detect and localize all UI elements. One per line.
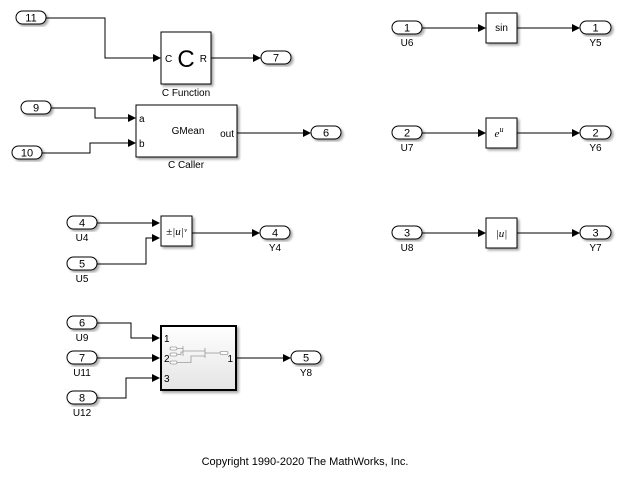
inport-port-number: 6 xyxy=(79,318,85,330)
outport-port-number: 3 xyxy=(592,228,598,240)
inport-port-label: U12 xyxy=(73,408,92,419)
outport-port-6[interactable]: 6 xyxy=(310,125,342,140)
outport-port-7[interactable]: 7 xyxy=(260,50,292,65)
outport-port-number: 5 xyxy=(303,353,309,365)
c-caller-in-port-b: b xyxy=(139,139,145,150)
inport-port-number: 8 xyxy=(79,393,85,405)
exp-block[interactable]: eu xyxy=(485,117,518,149)
outport-port-1[interactable]: 1Y5 xyxy=(579,20,612,49)
signal-11-to-cfunction[interactable] xyxy=(46,17,161,62)
inport-port-2[interactable]: 2U7 xyxy=(391,125,423,154)
inport-port-label: U8 xyxy=(401,243,414,254)
outport-port-label: Y6 xyxy=(589,143,602,154)
c-function-out-port-label: R xyxy=(200,54,207,65)
signal-lines xyxy=(42,17,580,399)
inport-port-number: 4 xyxy=(79,218,85,230)
c-caller-block[interactable]: a b GMean out C Caller xyxy=(135,104,238,171)
inport-port-label: U11 xyxy=(73,368,91,379)
signal-8-to-subsystem-3[interactable] xyxy=(97,374,160,399)
inport-port-number: 7 xyxy=(79,353,85,365)
inport-port-9[interactable]: 9 xyxy=(20,100,52,115)
exp-base: e xyxy=(495,128,500,140)
inport-port-3[interactable]: 3U8 xyxy=(391,225,423,254)
subsystem-in-port-2: 2 xyxy=(164,354,170,365)
inport-port-5[interactable]: 5U5 xyxy=(66,256,98,285)
outport-port-number: 6 xyxy=(323,128,329,140)
inport-port-number: 5 xyxy=(79,259,85,271)
inport-port-11[interactable]: 11 xyxy=(15,10,47,25)
exp-superscript: u xyxy=(499,125,503,134)
signal-9-to-ccaller-a[interactable] xyxy=(51,107,136,122)
subsystem-in-port-3: 3 xyxy=(164,374,170,385)
inport-port-number: 10 xyxy=(21,148,33,160)
inport-port-label: U9 xyxy=(76,333,89,344)
outport-port-number: 2 xyxy=(592,128,598,140)
inport-port-1[interactable]: 1U6 xyxy=(391,20,423,49)
inport-port-label: U7 xyxy=(401,143,414,154)
c-function-icon: C xyxy=(177,46,194,73)
inport-port-number: 11 xyxy=(25,13,36,25)
abs-icon: |u| xyxy=(496,228,508,240)
c-caller-function-name: GMean xyxy=(172,126,205,137)
inport-port-label: U5 xyxy=(76,274,89,285)
outport-port-label: Y4 xyxy=(269,243,282,254)
sin-block[interactable]: sin xyxy=(485,12,518,44)
inport-port-4[interactable]: 4U4 xyxy=(66,215,98,244)
c-function-name: C Function xyxy=(162,88,210,99)
copyright-text: Copyright 1990-2020 The MathWorks, Inc. xyxy=(201,456,409,468)
signal-5-to-signedsqrt[interactable] xyxy=(97,234,160,265)
inport-port-number: 1 xyxy=(404,23,410,35)
abs-block[interactable]: |u| xyxy=(485,217,518,249)
exp-icon: eu xyxy=(495,125,504,140)
outport-port-4[interactable]: 4Y4 xyxy=(259,225,291,254)
signal-6-to-subsystem-1[interactable] xyxy=(97,322,160,342)
inport-port-number: 3 xyxy=(404,228,410,240)
outport-port-2[interactable]: 2Y6 xyxy=(579,125,612,154)
signal-10-to-ccaller-b[interactable] xyxy=(42,139,136,154)
outport-port-label: Y8 xyxy=(300,368,313,379)
outport-port-number: 7 xyxy=(273,53,279,65)
outport-port-3[interactable]: 3Y7 xyxy=(579,225,612,254)
subsystem-block[interactable]: 1 2 3 1 xyxy=(160,325,237,391)
signed-sqrt-icon: ±|u|ᵛ xyxy=(166,226,188,238)
subsystem-in-port-1: 1 xyxy=(164,334,170,345)
c-caller-out-port: out xyxy=(220,129,234,140)
outport-port-5[interactable]: 5Y8 xyxy=(290,350,322,379)
c-caller-name: C Caller xyxy=(168,160,205,171)
outport-port-label: Y5 xyxy=(589,38,602,49)
inport-port-number: 2 xyxy=(404,128,410,140)
sin-icon: sin xyxy=(495,23,508,34)
inport-port-6[interactable]: 6U9 xyxy=(66,315,98,344)
c-function-in-port-label: C xyxy=(165,54,172,65)
inport-port-number: 9 xyxy=(33,103,39,115)
outport-port-number: 4 xyxy=(272,228,278,240)
subsystem-out-port-1: 1 xyxy=(227,354,233,365)
c-function-block[interactable]: C C R C Function xyxy=(160,31,212,99)
inport-port-label: U6 xyxy=(401,38,414,49)
outport-port-number: 1 xyxy=(592,23,598,35)
c-caller-in-port-a: a xyxy=(139,114,145,125)
outport-port-label: Y7 xyxy=(589,243,602,254)
subsystem-thumbnail-icon xyxy=(169,346,229,365)
inport-port-label: U4 xyxy=(76,233,89,244)
inport-port-10[interactable]: 10 xyxy=(11,145,43,160)
signed-sqrt-block[interactable]: ±|u|ᵛ xyxy=(160,215,193,247)
